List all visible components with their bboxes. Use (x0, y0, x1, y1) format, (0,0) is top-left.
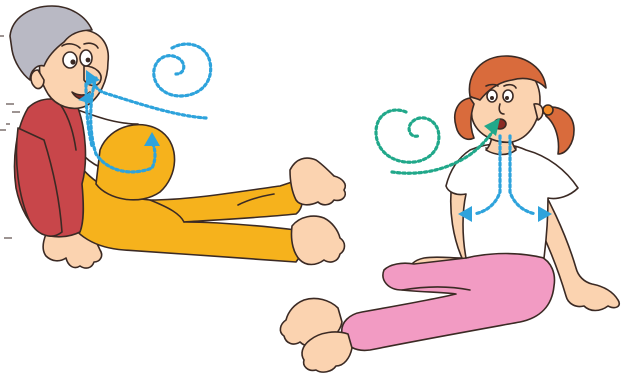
girl-pants (342, 252, 555, 351)
girl-left-pigtail (455, 98, 474, 139)
girl-figure (280, 56, 619, 372)
boy-upper-foot (290, 158, 345, 205)
boy-breath-spiral (154, 44, 211, 96)
girl-breath-spiral (376, 110, 439, 162)
boy-right-eye (80, 50, 92, 66)
boy-left-eye (63, 52, 77, 68)
boy-inhale-path (94, 84, 206, 118)
edge-tick-marks (0, 0, 26, 374)
girl-hair-tie (543, 105, 553, 115)
boy-lower-foot (291, 216, 344, 264)
girl-right-eye (503, 90, 513, 102)
